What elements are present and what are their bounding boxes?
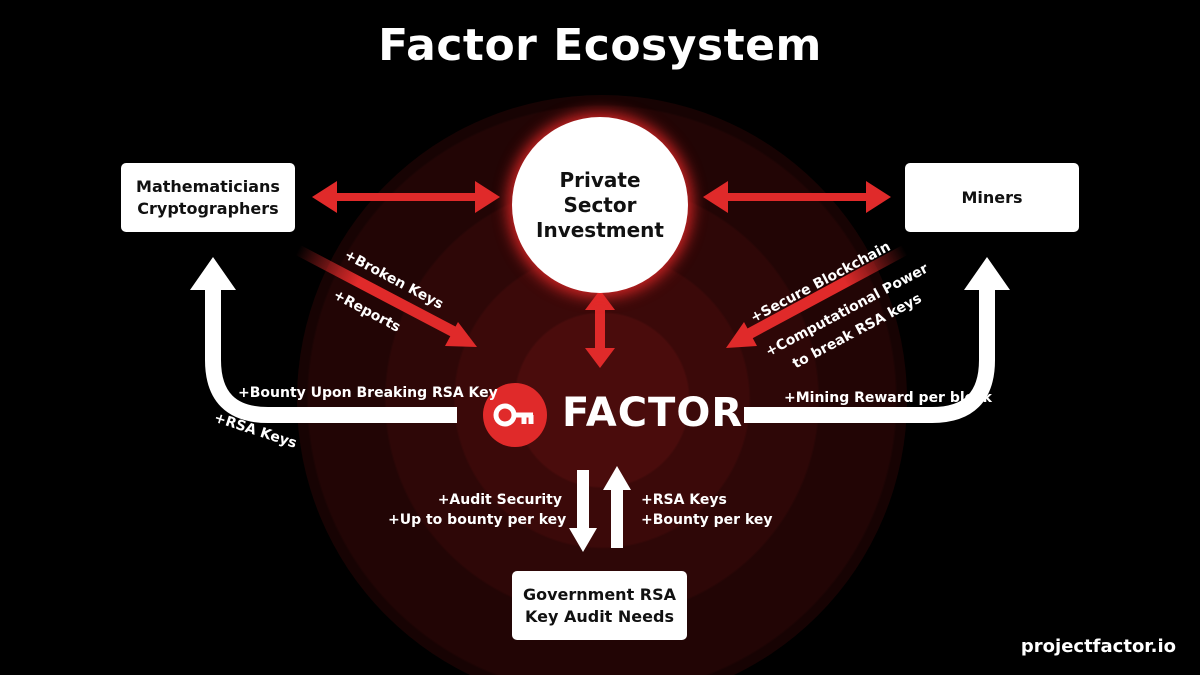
government-node-label: Government RSA Key Audit Needs: [522, 584, 677, 626]
label-bounty-upon-breaking-text: +Bounty Upon Breaking RSA Key: [238, 385, 498, 401]
mathematicians-node-label: Mathematicians Cryptographers: [136, 176, 280, 218]
footer-url: projectfactor.io: [1020, 636, 1176, 657]
factor-to-math-arrow: [190, 257, 457, 423]
label-mining-reward: +Mining Reward per block: [784, 390, 992, 406]
miners-to-factor-arrow: [726, 245, 908, 348]
private-sector-node-label: Private Sector Investment: [536, 167, 664, 242]
factor-logo-text: FACTOR: [562, 390, 744, 436]
private-sector-node: Private Sector Investment: [512, 117, 688, 293]
miners-node-label: Miners: [961, 187, 1023, 207]
private-miners-arrow: [703, 181, 891, 213]
mathematicians-node: Mathematicians Cryptographers: [121, 163, 295, 232]
label-bounty-per-key: +Bounty per key: [641, 512, 773, 528]
page-title: Factor Ecosystem: [378, 20, 822, 71]
factor-to-gov-arrow: [569, 470, 597, 552]
government-node: Government RSA Key Audit Needs: [512, 571, 687, 640]
private-factor-arrow: [585, 290, 615, 368]
math-to-factor-arrow: [295, 245, 477, 347]
factor-to-miners-arrow: [744, 257, 1010, 423]
label-audit-security: +Audit Security: [437, 492, 562, 508]
label-up-to-bounty: +Up to bounty per key: [388, 512, 567, 528]
label-rsa-keys-right: +RSA Keys: [641, 492, 727, 508]
miners-node: Miners: [905, 163, 1079, 232]
math-private-arrow: [312, 181, 500, 213]
gov-to-factor-arrow: [603, 466, 631, 548]
key-icon: [483, 383, 547, 447]
